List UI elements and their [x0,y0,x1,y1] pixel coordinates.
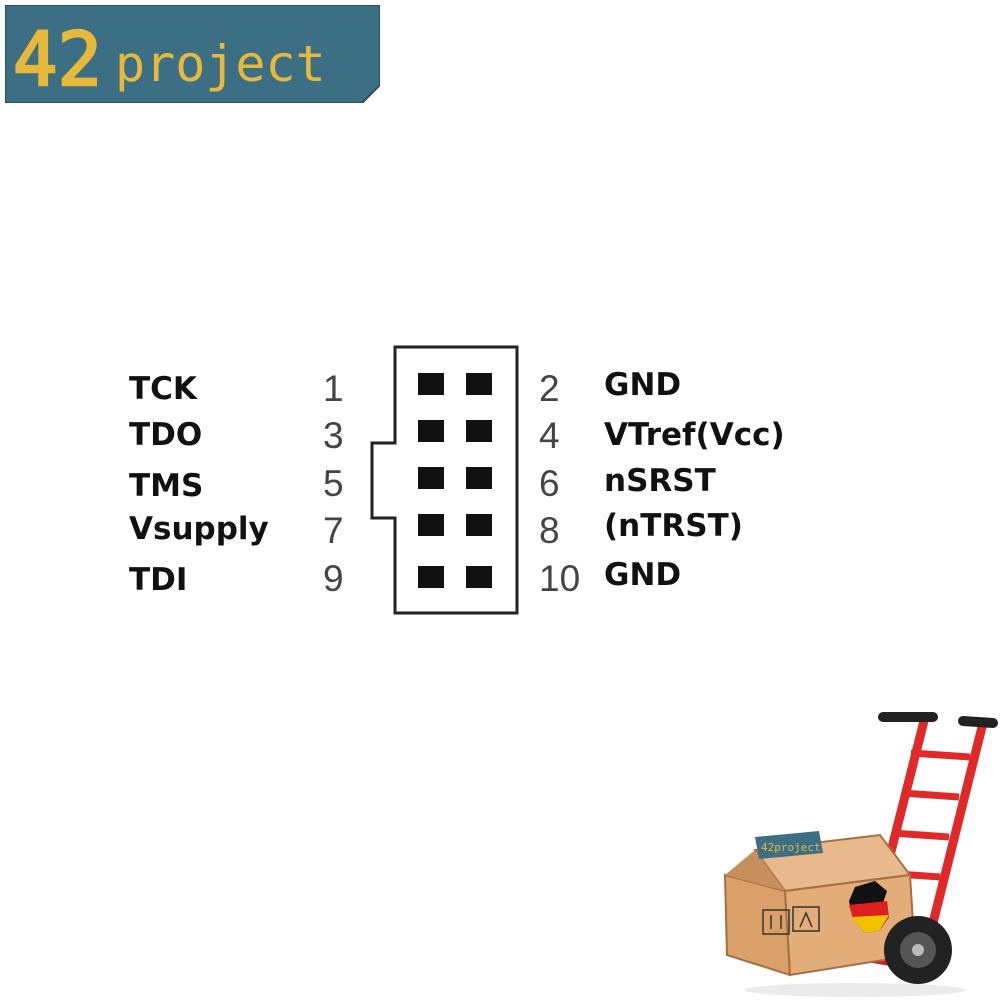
signal-label-pin-2: GND [604,367,682,403]
pin-number-4: 4 [539,415,560,456]
pin-2 [466,373,492,395]
signal-label-pin-10: GND [604,557,682,593]
hand-truck-illustration: 42project [715,705,1000,1000]
pin-3 [418,420,444,442]
signal-label-pin-1: TCK [129,371,197,407]
logo-number: 42 [13,17,102,103]
pin-number-1: 1 [323,368,344,409]
signal-label-pin-5: TMS [129,468,204,504]
pin-number-5: 5 [323,463,344,504]
pin-8 [466,514,492,536]
signal-label-pin-7: Vsupply [129,511,269,547]
pin-1 [418,373,444,395]
signal-label-pin-3: TDO [129,417,203,453]
pin-4 [466,420,492,442]
pin-7 [418,514,444,536]
pin-10 [466,566,492,588]
pin-number-3: 3 [323,415,344,456]
signal-label-pin-6: nSRST [604,463,716,499]
signal-label-pin-4: VTref(Vcc) [604,417,785,453]
pin-number-9: 9 [323,558,344,599]
logo-word: project [115,35,326,93]
pin-number-6: 6 [539,463,560,504]
pin-number-7: 7 [323,510,344,551]
brand-logo: 42 project [5,5,380,103]
pin-number-8: 8 [539,510,560,551]
germany-flag-map [849,881,889,933]
pin-number-10: 10 [539,558,581,599]
box-label: 42project [761,841,821,854]
pin-6 [466,467,492,489]
pin-5 [418,467,444,489]
signal-label-pin-8: (nTRST) [604,508,743,544]
pin-9 [418,566,444,588]
hand-truck-icon: 42project [723,712,998,997]
pin-number-2: 2 [539,368,560,409]
signal-label-pin-9: TDI [129,562,188,598]
pin-squares [418,373,492,588]
logo-banner: 42 project [5,5,380,103]
